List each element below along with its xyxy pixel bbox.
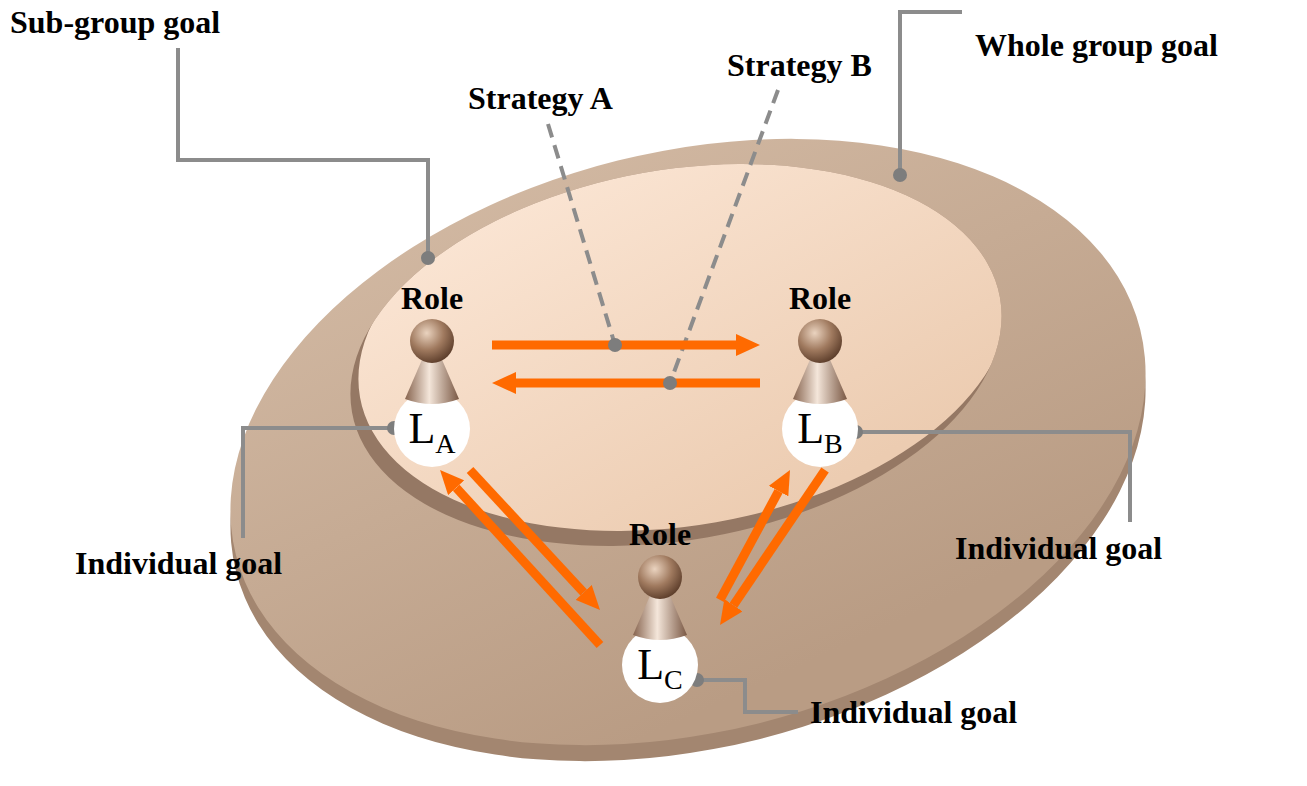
role-label: Role	[401, 280, 463, 316]
goal-label: Individual goal	[75, 545, 282, 582]
goal-label: Strategy B	[727, 47, 872, 84]
leader-dot	[663, 376, 677, 390]
goal-label: Sub-group goal	[10, 4, 220, 41]
role-figure: RoleLB	[760, 280, 880, 470]
member-letter: L	[637, 640, 664, 689]
leader-dot	[893, 168, 907, 182]
member-subscript: B	[824, 430, 843, 458]
whole-group-disk	[166, 48, 1211, 786]
leader-dot	[421, 251, 435, 265]
role-label: Role	[789, 280, 851, 316]
strategy-arrow	[470, 470, 584, 592]
member-letter: L	[797, 404, 824, 453]
member-subscript: C	[664, 666, 683, 694]
pawn-head	[410, 319, 454, 363]
leader-line	[178, 48, 428, 252]
strategy-arrow	[456, 488, 600, 645]
dashed-leader	[548, 124, 615, 345]
role-label: Role	[629, 516, 691, 552]
leader-line	[900, 12, 962, 175]
dashed-leader	[670, 90, 778, 383]
strategy-arrow	[516, 378, 760, 387]
pawn-head	[638, 555, 682, 599]
leader-line	[856, 432, 1130, 522]
pawn-head	[798, 319, 842, 363]
goal-label: Whole group goal	[975, 27, 1218, 64]
strategy-arrow	[733, 470, 825, 605]
role-figure: RoleLA	[372, 280, 492, 470]
leader-line	[697, 680, 798, 712]
member-letter: L	[408, 404, 435, 453]
leader-dot	[608, 338, 622, 352]
goal-label: Strategy A	[468, 80, 613, 117]
leader-line	[243, 428, 394, 538]
goal-label: Individual goal	[810, 694, 1017, 731]
goal-label: Individual goal	[955, 530, 1162, 567]
member-subscript: A	[435, 430, 455, 458]
role-figure: RoleLC	[600, 516, 720, 706]
